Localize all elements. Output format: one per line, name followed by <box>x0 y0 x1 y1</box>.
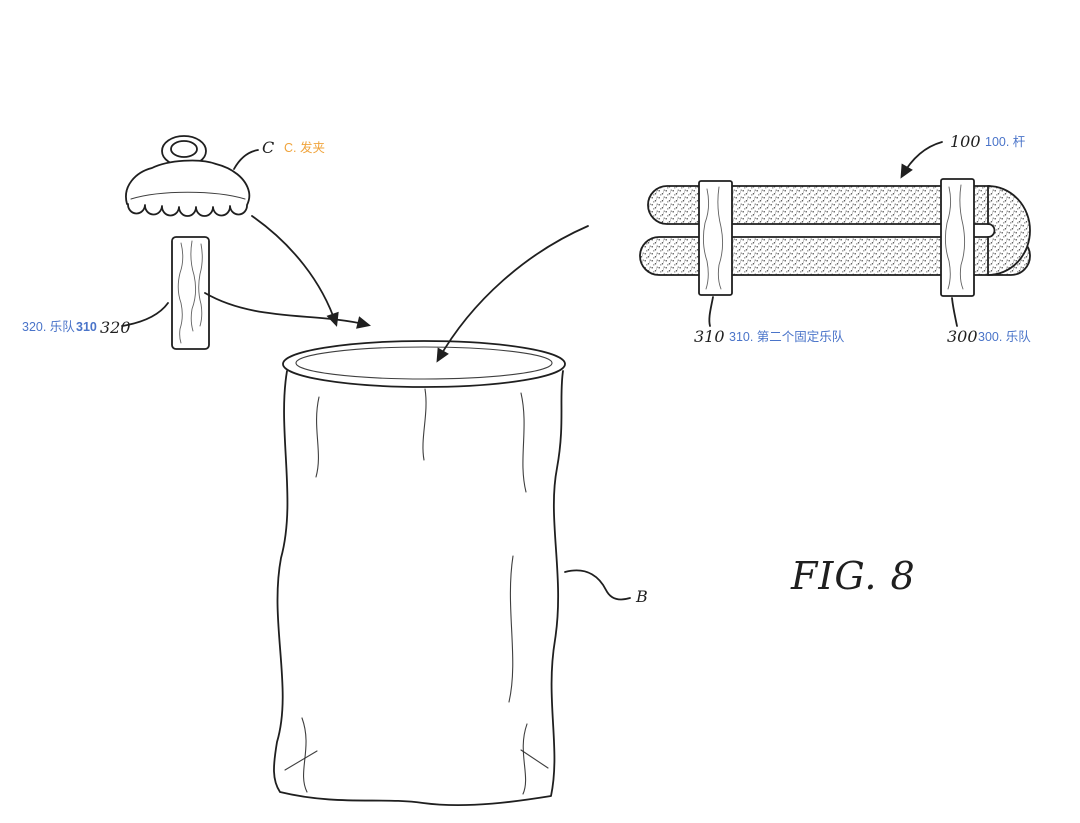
annotation-band-300: 300. 乐队 <box>978 329 1031 344</box>
bag-rim-inner <box>295 346 553 380</box>
band-320-outline <box>171 236 210 350</box>
annotation-band-320: 320. 乐队 <box>22 319 75 334</box>
leader-lines <box>121 141 958 601</box>
clip-loop-inner <box>170 140 198 158</box>
bag-fold-4 <box>508 555 514 703</box>
leader-band-320 <box>121 302 169 327</box>
ref-label-310: 310 <box>694 327 725 346</box>
rod-upper-segment <box>647 185 991 225</box>
band-300-texture-1 <box>944 186 952 290</box>
annotation-clip: C. 发夹 <box>284 140 325 155</box>
band-310-texture-2 <box>717 186 724 290</box>
arrow-clip-to-bag <box>251 215 339 327</box>
rod-assembly-drawing <box>639 178 1031 297</box>
leader-clip-c <box>233 149 259 170</box>
rod-lower-segment <box>639 236 1031 276</box>
insertion-arrows <box>204 215 589 363</box>
bag-body-outline <box>273 370 564 807</box>
band-320-drawing <box>171 236 210 350</box>
band-320-texture-3 <box>198 243 203 327</box>
hair-clip-drawing <box>125 135 251 217</box>
clip-body-outline <box>125 159 251 217</box>
annotation-band-320-bold: 310 <box>76 320 97 334</box>
band-300-texture-2 <box>959 184 966 290</box>
figure-labels: C C. 发夹 320. 乐队 310 320 B 100 100. 杆 310… <box>22 132 1031 606</box>
leader-band-310 <box>708 296 714 327</box>
leader-bag-b <box>564 569 631 601</box>
bag-fold-1 <box>315 396 320 478</box>
arrow-band-to-bag <box>204 292 371 329</box>
bag-fold-2 <box>520 392 527 493</box>
band-320-texture-2 <box>190 240 197 332</box>
band-320-texture-1 <box>177 242 184 344</box>
band-310-outline <box>698 180 733 296</box>
arrow-rod-to-bag <box>436 225 589 363</box>
bag-fold-8 <box>520 749 549 769</box>
bag-fold-6 <box>522 723 528 795</box>
ref-label-320: 320 <box>100 318 131 337</box>
ref-label-100: 100 <box>950 132 981 151</box>
band-300-outline <box>940 178 975 297</box>
bag-fold-3 <box>422 388 427 461</box>
bag-rim-outer <box>282 340 566 388</box>
ref-label-300: 300 <box>947 327 978 346</box>
annotation-band-310: 310. 第二个固定乐队 <box>729 329 845 344</box>
clip-body-inner-line <box>130 191 246 200</box>
leader-band-300 <box>951 297 958 327</box>
bag-fold-7 <box>284 750 318 771</box>
bag-drawing <box>273 340 566 807</box>
ref-label-c: C <box>262 138 274 157</box>
annotation-rod: 100. 杆 <box>985 135 1026 149</box>
ref-label-b: B <box>635 587 648 606</box>
band-310-texture-1 <box>702 188 710 290</box>
rod-right-fold <box>987 185 1031 276</box>
figure-caption: FIG. 8 <box>790 554 916 598</box>
leader-rod-100 <box>900 141 943 179</box>
